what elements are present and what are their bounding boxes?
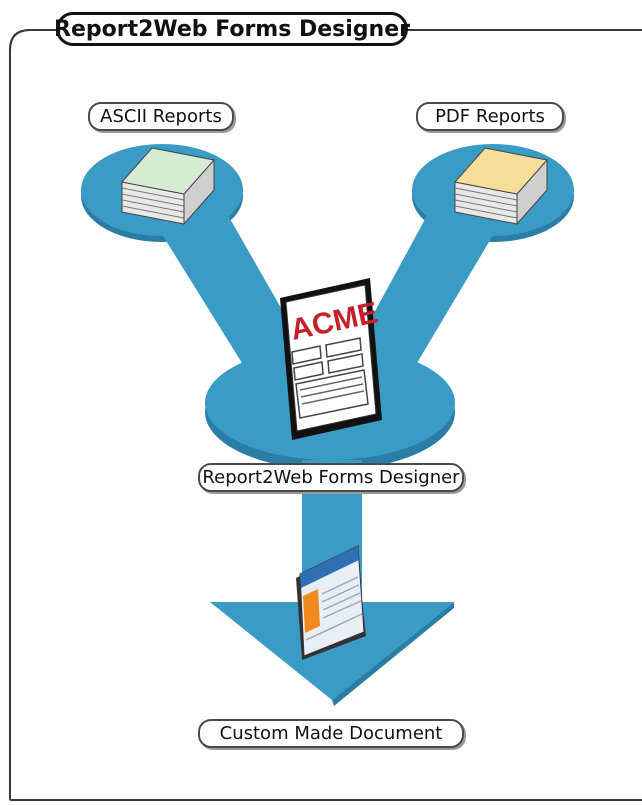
designer-label: Report2Web Forms Designer [198,463,464,492]
document-icon [296,545,366,660]
paper-stack-green-icon [121,147,215,226]
diagram-title: Report2Web Forms Designer [54,12,410,46]
pdf-reports-label: PDF Reports [416,102,564,131]
ascii-reports-label: ASCII Reports [88,102,234,131]
paper-stack-yellow-icon [454,147,548,226]
outer-frame-left-top [9,29,56,51]
acme-form-icon: ACME [280,278,382,440]
output-document-label: Custom Made Document [198,719,464,748]
